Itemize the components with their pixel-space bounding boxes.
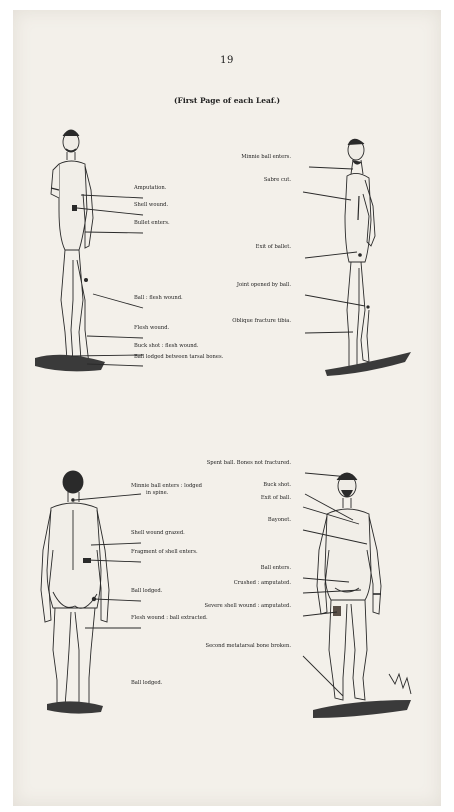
label-ball-lodged: Ball lodged. [131, 588, 162, 594]
label-in-spine: in spine. [146, 490, 168, 496]
label-amputation: Amputation. [134, 185, 166, 191]
label-exit-ballet: Exit of ballet. [173, 244, 291, 250]
figure-front-standing [35, 130, 105, 371]
label-ball-lodged-lower: Ball lodged. [131, 680, 162, 686]
label-metatarsal: Second metatarsal bone broken. [153, 643, 291, 649]
label-buck-shot-r: Buck shot. [193, 482, 291, 488]
label-sabre-cut: Sabre cut. [173, 177, 291, 183]
figure-back-standing [41, 471, 109, 714]
figure-profile-standing [325, 139, 411, 376]
label-spent-ball: Spent ball. Bones not fractured. [153, 460, 291, 466]
label-exit-ball: Exit of ball. [193, 495, 291, 501]
label-ball-extracted: Flesh wound : ball extracted. [131, 615, 208, 621]
label-flesh-wound: Flesh wound. [134, 325, 169, 331]
book-page: 19 (First Page of each Leaf.) [13, 10, 441, 806]
label-ball-flesh-wound: Ball : flesh wound. [134, 295, 183, 301]
label-crushed: Crushed : amputated. [173, 580, 291, 586]
label-bullet-enters: Bullet enters. [134, 220, 170, 226]
label-fragment-shell: Fragment of shell enters. [131, 549, 198, 555]
label-severe-shell: Severe shell wound : amputated. [153, 603, 291, 609]
label-ball-enters: Ball enters. [193, 565, 291, 571]
label-joint-opened: Joint opened by ball. [173, 282, 291, 288]
label-bayonet: Bayonet. [193, 517, 291, 523]
label-minnie-ball: Minnie ball enters. [173, 154, 291, 160]
label-shell-wound: Shell wound. [134, 202, 168, 208]
label-shell-grazed: Shell wound grazed. [131, 530, 185, 536]
label-minnie-spine: Minnie ball enters : lodged [131, 483, 202, 489]
label-buck-shot: Buck shot : flesh wound. [134, 343, 199, 349]
label-ball-tarsal: Ball lodged between tarsal bones. [134, 354, 223, 360]
anatomy-illustrations [13, 10, 441, 806]
label-oblique-fracture: Oblique fracture tibia. [173, 318, 291, 324]
